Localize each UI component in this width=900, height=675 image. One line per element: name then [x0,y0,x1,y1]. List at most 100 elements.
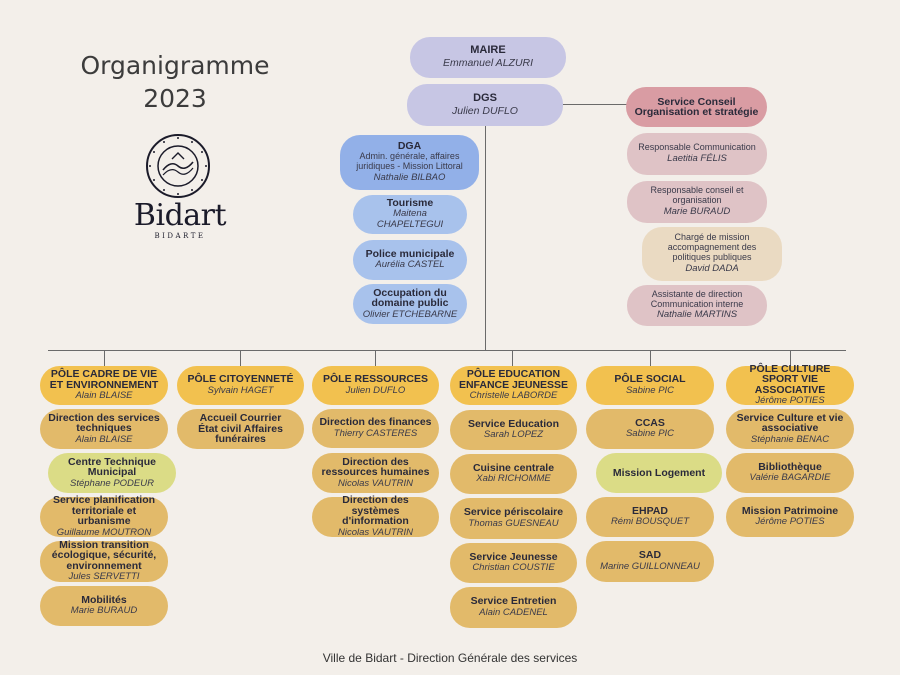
dga-box: DGA Admin. générale, affaires juridiques… [340,135,479,190]
service-title: EHPAD [632,504,668,517]
service-title: Direction des finances [319,416,432,429]
pole-name: Julien DUFLO [345,384,406,396]
dgs-box: DGS Julien DUFLO [407,84,563,126]
pole-name: Jérôme POTIES [755,395,825,407]
pole-social: PÔLE SOCIAL Sabine PIC [586,366,714,405]
conseil-item-desc: Responsable Communication [638,142,756,153]
dga-title: DGA [397,140,422,153]
service-title: CCAS [635,416,665,429]
pole-service: Service planification territoriale et ur… [40,494,168,538]
service-title: Service Culture et vie associative [736,411,844,435]
pole-culture: PÔLE CULTURE SPORT VIE ASSOCIATIVE Jérôm… [726,364,854,407]
service-title: Police municipale [365,247,455,260]
pole-service: Service Entretien Alain CADENEL [450,587,577,628]
maire-title: MAIRE [470,44,506,57]
service-title: Mission Logement [612,466,706,479]
pole-name: Alain BLAISE [75,390,133,402]
conseil-item-name: Marie BURAUD [663,205,731,217]
maire-box: MAIRE Emmanuel ALZURI [410,37,566,78]
dga-service-police: Police municipale Aurélia CASTEL [353,240,467,280]
connector-pole-6 [790,350,791,366]
pole-service: Cuisine centrale Xabi RICHOMME [450,454,577,494]
pole-service: SAD Marine GUILLONNEAU [586,541,714,582]
brand-subtitle: BIDARTE [154,231,206,240]
pole-title: PÔLE SOCIAL [614,373,686,386]
conseil-item-desc: Responsable conseil et organisation [650,185,744,206]
service-title: Occupation du domaine public [371,286,449,310]
pole-title: PÔLE RESSOURCES [322,373,429,386]
pole-service: Service Jeunesse Christian COUSTIE [450,543,577,583]
pole-service: Mission Logement [596,453,722,493]
pole-ressources: PÔLE RESSOURCES Julien DUFLO [312,366,439,405]
bidart-seal-logo [146,134,210,198]
pole-service: CCAS Sabine PIC [586,409,714,449]
dga-service-domaine-public: Occupation du domaine public Olivier ETC… [353,284,467,324]
conseil-item-name: Laetitia FÉLIS [667,152,727,164]
connector-pole-4 [512,350,513,366]
pole-service: Direction des systèmes d'information Nic… [312,495,439,538]
service-name: Rémi BOUSQUET [610,516,690,528]
brand-logo: Bidart BIDARTE [120,200,240,240]
pole-name: Christelle LABORDE [469,390,558,402]
service-name: Stéphane PODEUR [70,477,154,489]
title-line-2: 2023 [143,83,207,113]
service-name: Stéphanie BENAC [750,433,830,445]
pole-name: Sylvain HAGET [207,384,274,396]
service-name: Christian COUSTIE [472,562,555,574]
service-name: Maitena CHAPELTEGUI [376,208,444,231]
pole-title: PÔLE CADRE DE VIE ET ENVIRONNEMENT [49,368,159,391]
page-title: Organigramme 2023 [60,50,290,115]
service-name: Guillaume MOUTRON [56,526,152,538]
service-title: Service Jeunesse [469,550,558,563]
service-name: Aurélia CASTEL [375,259,445,271]
service-name: Alain CADENEL [479,606,548,618]
conseil-item-desc: Assistante de direction Communication in… [650,288,744,309]
connector-pole-5 [650,350,651,366]
service-name: Marine GUILLONNEAU [600,560,700,572]
connector-pole-2 [240,350,241,366]
service-name: Sabine PIC [625,428,675,440]
conseil-item: Responsable Communication Laetitia FÉLIS [627,133,767,175]
service-title: Direction des services techniques [48,411,160,435]
service-name: Jérôme POTIES [755,516,825,528]
connector-dgs-conseil [563,104,628,105]
service-title: Bibliothèque [758,460,822,473]
service-name: Jules SERVETTI [68,571,140,583]
pole-service: Bibliothèque Valérie BAGARDIE [726,453,854,493]
pole-service: Mission transition écologique, sécurité,… [40,540,168,583]
pole-cadre-de-vie: PÔLE CADRE DE VIE ET ENVIRONNEMENT Alain… [40,366,168,405]
conseil-item-name: David DADA [685,262,739,274]
conseil-item-name: Nathalie MARTINS [656,309,738,321]
pole-service: Direction des finances Thierry CASTERES [312,409,439,448]
service-name: Thomas GUESNEAU [468,517,559,529]
service-title: Service planification territoriale et ur… [52,494,156,528]
dga-name: Nathalie BILBAO [373,171,446,183]
pole-education: PÔLE EDUCATION ENFANCE JEUNESSE Christel… [450,366,577,405]
service-name: Xabi RICHOMME [476,473,551,485]
service-name: Thierry CASTERES [333,427,418,439]
pole-title: PÔLE EDUCATION ENFANCE JEUNESSE [458,368,569,391]
service-name: Marie BURAUD [70,605,138,617]
service-name: Nicolas VAUTRIN [338,526,413,538]
pole-name: Sabine PIC [625,384,675,396]
service-name: Alain BLAISE [75,433,133,445]
pole-service: Centre Technique Municipal Stéphane PODE… [48,453,176,493]
conseil-item: Responsable conseil et organisation Mari… [627,181,767,223]
connector-dgs-trunk [485,126,486,350]
service-title: Mobilités [81,593,127,606]
dgs-name: Julien DUFLO [452,104,518,117]
maire-name: Emmanuel ALZURI [442,57,534,70]
service-title: Service Entretien [470,595,557,608]
service-title: Centre Technique Municipal [68,455,156,479]
conseil-item-desc: Chargé de mission accompagnement des pol… [667,232,757,262]
dga-desc: Admin. générale, affaires juridiques - M… [356,150,463,171]
service-title: Service Education [467,417,560,430]
service-title: SAD [638,549,662,562]
pole-title: PÔLE CITOYENNETÉ [187,373,294,386]
service-title: Direction des ressources humaines [321,455,430,479]
service-name: Valérie BAGARDIE [749,472,831,484]
service-name: Sarah LOPEZ [483,429,544,441]
service-title: Mission Patrimoine [741,504,839,517]
service-title: Service périscolaire [463,506,564,519]
title-line-1: Organigramme [80,51,270,80]
